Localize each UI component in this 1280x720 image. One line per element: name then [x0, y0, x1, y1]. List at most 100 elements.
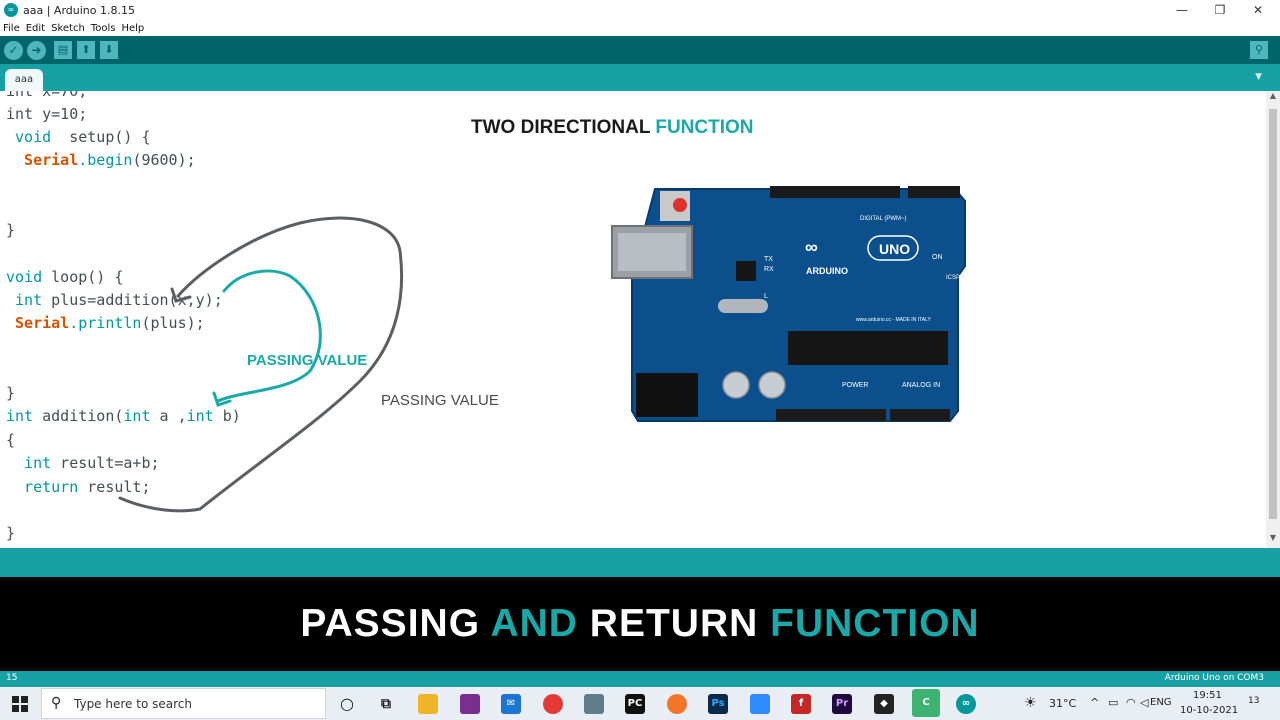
menu-edit[interactable]: Edit [25, 22, 46, 34]
tab-aaa[interactable]: aaa [5, 69, 43, 91]
search-icon: ⚲ [51, 695, 62, 711]
wifi-icon[interactable]: ◠ [1126, 696, 1136, 709]
chrome-icon[interactable] [543, 694, 563, 714]
restore-button[interactable]: ❐ [1214, 3, 1226, 17]
arduino-app-icon: ∞ [4, 3, 18, 17]
board-power-label: POWER [842, 382, 868, 389]
save-button[interactable]: ⬇ [100, 41, 118, 59]
code-line: return result; [6, 478, 151, 496]
code-text: result; [78, 478, 151, 496]
code-line: } [6, 524, 15, 542]
file-explorer-icon[interactable] [418, 694, 438, 714]
mail-icon[interactable]: ✉ [501, 694, 521, 714]
open-button[interactable]: ⬆ [77, 41, 95, 59]
task-view-icon[interactable]: ⧉ [381, 696, 391, 712]
file-manager-icon[interactable] [584, 694, 604, 714]
winrar-icon[interactable] [460, 694, 480, 714]
tray-chevron-icon[interactable]: ^ [1090, 696, 1100, 709]
status-bar: 15 Arduino Uno on COM3 [0, 671, 1280, 687]
menu-help[interactable]: Help [121, 22, 145, 34]
zoom-icon[interactable] [750, 694, 770, 714]
windows-logo-icon [12, 695, 28, 712]
git-icon[interactable]: ◆ [874, 694, 894, 714]
serial-monitor-button[interactable]: ⚲ [1250, 41, 1268, 59]
code-class: Serial [6, 314, 70, 332]
green-c-icon[interactable]: C [912, 689, 940, 717]
code-editor[interactable]: int x=70; int y=10; void setup() { Seria… [0, 91, 1266, 548]
line-number: 15 [6, 673, 18, 683]
passing-value-grey-label: PASSING VALUE [381, 392, 499, 409]
code-method: .println [69, 314, 142, 332]
code-keyword: return [6, 478, 79, 496]
board-tx-label: TX [764, 256, 773, 263]
code-text: { [6, 431, 16, 449]
network-icon[interactable]: ▭ [1108, 696, 1119, 709]
code-text: (plus); [141, 314, 205, 332]
arduino-icon[interactable]: ∞ [956, 694, 976, 714]
arrow-right-icon: ➜ [31, 42, 42, 57]
code-text: } [6, 384, 16, 402]
menu-bar: File Edit Sketch Tools Help [0, 20, 1280, 36]
new-button[interactable]: ▤ [54, 41, 72, 59]
search-placeholder: Type here to search [74, 697, 192, 711]
code-text: b) [213, 407, 241, 425]
clock-time[interactable]: 19:51 [1193, 690, 1222, 701]
notification-count[interactable]: 13 [1248, 696, 1260, 706]
code-keyword: int [123, 407, 151, 425]
passing-value-teal-label: PASSING VALUE [247, 352, 368, 369]
scroll-up-icon[interactable]: ▲ [1269, 91, 1277, 100]
caption-word: RETURN [589, 602, 771, 645]
photoshop-icon[interactable]: Ps [708, 694, 728, 714]
code-text: (9600); [132, 151, 196, 169]
board-made-in-text: www.arduino.cc - MADE IN ITALY [856, 317, 931, 323]
editor-scrollbar[interactable]: ▲ ▼ [1266, 91, 1280, 548]
premiere-icon[interactable]: Pr [832, 694, 852, 714]
pycharm-icon[interactable]: PC [625, 694, 645, 714]
menu-tools[interactable]: Tools [90, 22, 116, 34]
menu-sketch[interactable]: Sketch [51, 22, 85, 34]
code-keyword: void [6, 128, 52, 146]
code-line: int plus=addition(x,y); [6, 291, 223, 309]
code-text: int y=10; [6, 105, 88, 123]
board-model-text: UNO [879, 241, 910, 257]
code-class: Serial [6, 151, 79, 169]
code-line: Serial.println(plus); [6, 314, 205, 332]
tab-menu-chevron-icon[interactable]: ▼ [1255, 72, 1262, 82]
code-line: int result=a+b; [6, 454, 160, 472]
jupyter-icon[interactable] [667, 694, 687, 714]
code-keyword: int [6, 407, 34, 425]
verify-button[interactable]: ✓ [4, 40, 23, 60]
close-button[interactable]: ✕ [1252, 3, 1264, 17]
code-line: Serial.begin(9600); [6, 151, 196, 169]
start-button[interactable] [0, 687, 40, 720]
code-line: } [6, 221, 15, 239]
scrollbar-thumb[interactable] [1269, 109, 1277, 519]
code-text: result=a+b; [51, 454, 160, 472]
window-title: aaa | Arduino 1.8.15 [23, 3, 135, 17]
board-port: Arduino Uno on COM3 [1164, 673, 1264, 683]
clock-date[interactable]: 10-10-2021 [1180, 705, 1239, 716]
board-on-label: ON [932, 254, 943, 261]
code-method: .begin [78, 151, 133, 169]
minimize-button[interactable]: — [1176, 3, 1188, 17]
cortana-icon[interactable]: ○ [340, 694, 354, 713]
volume-icon[interactable]: ◁ [1140, 696, 1149, 709]
code-text: loop() { [42, 268, 124, 286]
caption-word: FUNCTION [770, 602, 980, 645]
board-analog-label: ANALOG IN [902, 382, 940, 389]
taskbar-search-box[interactable]: ⚲ Type here to search [41, 688, 326, 719]
code-text: plus=addition(x,y); [42, 291, 223, 309]
menu-file[interactable]: File [3, 22, 20, 34]
code-line: int y=10; [6, 105, 87, 123]
arrow-up-icon: ⬆ [81, 43, 91, 56]
flash-icon[interactable]: f [791, 694, 811, 714]
arduino-uno-board-image: ∞ UNO ARDUINO DIGITAL (PWM~) POWER ANALO… [611, 186, 966, 422]
code-line: } [6, 384, 15, 402]
teal-pass-arrow [216, 269, 322, 403]
scroll-down-icon[interactable]: ▼ [1269, 533, 1277, 542]
language-indicator[interactable]: ENG [1150, 697, 1172, 708]
caption-word: AND [490, 602, 590, 645]
code-keyword: int [186, 407, 214, 425]
upload-button[interactable]: ➜ [27, 40, 46, 60]
